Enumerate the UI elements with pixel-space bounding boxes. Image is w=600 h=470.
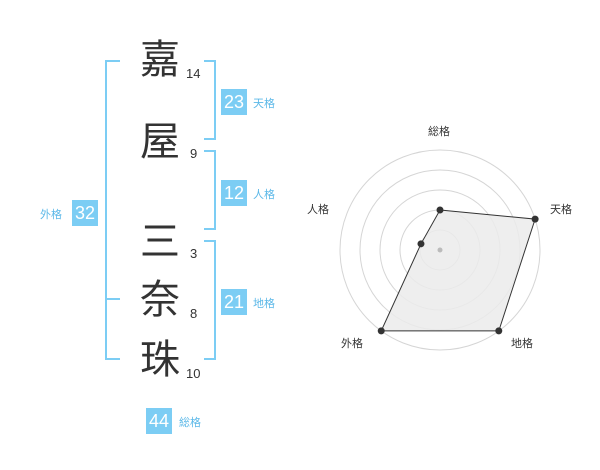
soukaku-label: 総格: [179, 416, 201, 429]
jinkaku-bracket: [204, 150, 216, 230]
radar-axis-label-soukaku: 総格: [428, 125, 450, 138]
radar-point-3: [495, 327, 503, 335]
stroke-count-2: 9: [190, 146, 198, 161]
radar-point-4: [377, 327, 385, 335]
char-1: 嘉: [140, 37, 180, 83]
soukaku-value: 44: [146, 408, 172, 434]
gaikaku-label: 外格: [40, 208, 62, 221]
char-4: 奈: [140, 277, 180, 323]
stroke-count-3: 3: [190, 246, 198, 261]
radar-point-5: [417, 240, 425, 248]
tenkaku-bracket: [204, 60, 216, 140]
jinkaku-value: 12: [221, 180, 247, 206]
radar-axis-label-tenkaku: 天格: [550, 203, 572, 216]
char-3: 三: [140, 219, 180, 265]
jinkaku-label: 人格: [253, 188, 275, 201]
radar-axis-label-jinkaku: 人格: [307, 203, 329, 216]
radar-axis-label-chikaku: 地格: [511, 337, 533, 350]
char-2: 屋: [140, 119, 180, 165]
radar-grid-ring: [339, 149, 541, 351]
radar-axis-label-gaikaku: 外格: [341, 337, 363, 350]
chikaku-bracket: [204, 240, 216, 360]
gaikaku-bracket: [105, 60, 120, 360]
tenkaku-value: 23: [221, 89, 247, 115]
chikaku-label: 地格: [253, 297, 275, 310]
tenkaku-label: 天格: [253, 97, 275, 110]
char-5: 珠: [140, 337, 180, 383]
radar-value-polygon: [380, 209, 536, 332]
stroke-count-1: 14: [186, 66, 201, 81]
gaikaku-value: 32: [72, 200, 98, 226]
radar-point-1: [436, 206, 444, 214]
radar-point-2: [531, 215, 539, 223]
chikaku-value: 21: [221, 289, 247, 315]
radar-center-point: [437, 247, 443, 253]
stroke-count-4: 8: [190, 306, 198, 321]
stroke-count-5: 10: [186, 366, 201, 381]
